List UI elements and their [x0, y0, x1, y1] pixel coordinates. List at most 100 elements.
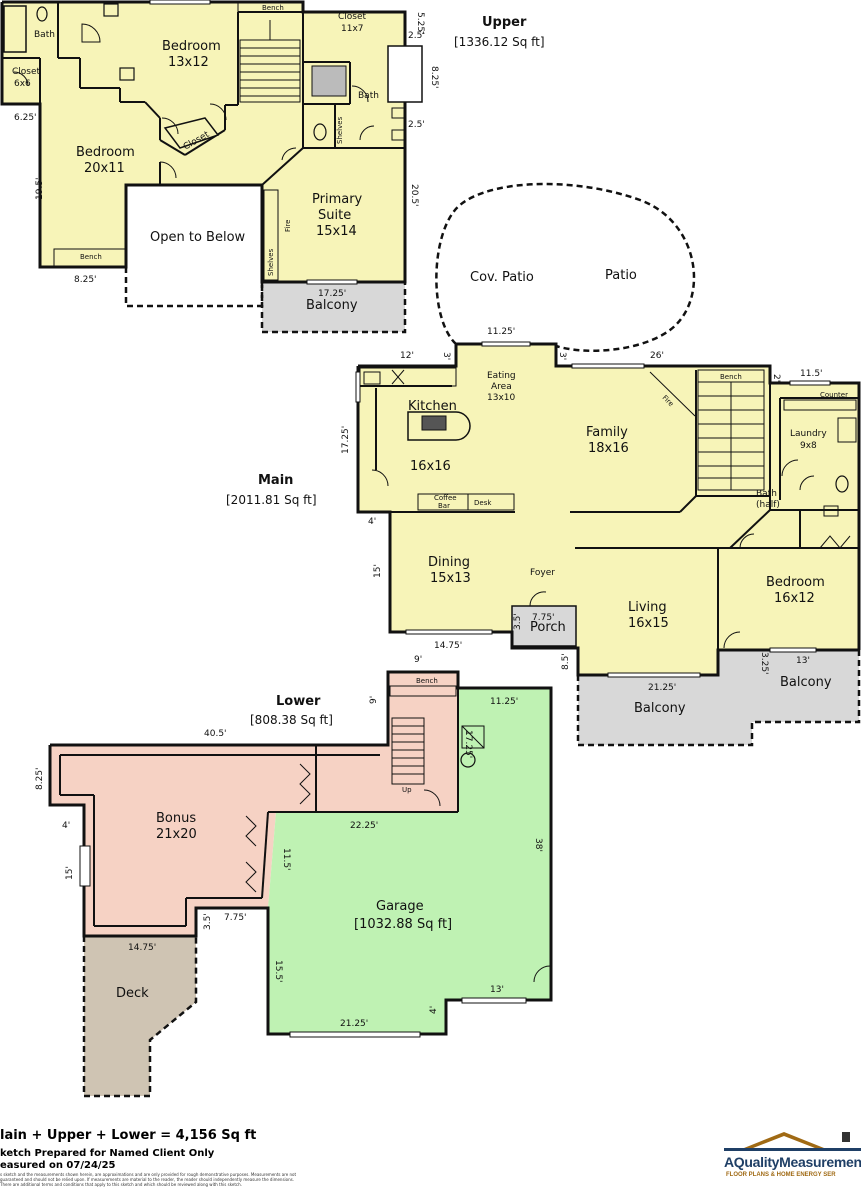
main-kitchen-name: Kitchen [408, 399, 457, 414]
main-coffee-l1: Coffee [434, 494, 457, 502]
main-bath-l2: (half) [756, 500, 780, 510]
lower-up-label: Up [402, 786, 412, 794]
lower-dim: 14.75' [128, 943, 156, 953]
main-balcony-outline [576, 650, 861, 747]
main-window [607, 672, 701, 678]
upper-tub-right [387, 45, 423, 103]
patio-dim: 11.25' [487, 327, 515, 337]
main-dim: 4' [368, 517, 376, 527]
main-desk [467, 493, 515, 511]
upper-title: Upper [482, 15, 527, 30]
upper-dim: 2.5' [408, 120, 425, 130]
main-dim: 26' [650, 351, 664, 361]
upper-fire: Fire [284, 220, 292, 233]
main-door [371, 469, 389, 487]
upper-stairs [239, 20, 301, 103]
main-kitchen-sink [363, 371, 381, 385]
main-balcony2: Balcony [780, 675, 832, 690]
main-eating-size: 13x10 [487, 393, 516, 403]
main-bench-label: Bench [720, 373, 742, 381]
upper-closet1-size: 6x6 [14, 79, 31, 89]
main-balcony1: Balcony [634, 701, 686, 716]
main-area: [2011.81 Sq ft] [226, 493, 317, 507]
upper-door [209, 103, 227, 121]
logo-tagline: FLOOR PLANS & HOME ENERGY SER [726, 1172, 836, 1178]
patio-outline [435, 182, 696, 352]
lower-dim: 4' [62, 821, 70, 831]
main-window [789, 380, 831, 386]
main-laundry-size: 9x8 [800, 441, 817, 451]
main-desk-label: Desk [474, 499, 492, 507]
upper-primary-l1: Primary [312, 192, 363, 207]
upper-open: Open to Below [150, 230, 246, 245]
main-eating-l1: Eating [487, 371, 516, 381]
lower-dim: 9' [414, 655, 422, 665]
upper-bench-bottom [53, 248, 127, 268]
house-roof-icon [724, 1132, 861, 1151]
bifold-door [299, 763, 311, 805]
lower-stairs [389, 685, 457, 785]
main-cooktop [421, 415, 447, 431]
water-heater [460, 752, 476, 768]
main-exterior-wall [356, 366, 859, 677]
upper-dim: 5.25' [415, 12, 425, 35]
main-dim: 17.25' [341, 426, 351, 454]
upper-sink [103, 3, 119, 17]
upper-wall [159, 139, 186, 156]
lower-window [461, 997, 527, 1004]
upper-door [13, 71, 29, 87]
upper-closet-box [163, 117, 220, 149]
main-bench [697, 369, 765, 383]
main-toilet [835, 475, 849, 493]
main-dining-size: 15x13 [430, 571, 471, 586]
lower-dim: 40.5' [204, 729, 227, 739]
upper-level: Upper [1336.12 Sq ft] Bath Closet 6x6 Be… [0, 0, 545, 334]
lower-bonus-size: 21x20 [156, 827, 197, 842]
upper-primary-l2: Suite [318, 208, 351, 223]
water-heater-box [461, 725, 485, 749]
upper-sink [391, 107, 405, 119]
upper-bed1-size: 13x12 [168, 55, 209, 70]
upper-dim: 20.5' [409, 184, 419, 207]
main-coffee-l2: Bar [438, 502, 450, 510]
main-family-name: Family [586, 425, 628, 440]
company-logo: AQualityMeasurement.co FLOOR PLANS & HOM… [724, 1128, 861, 1188]
main-bed-name: Bedroom [766, 575, 825, 590]
upper-wall [184, 129, 226, 156]
upper-bath1: Bath [34, 30, 55, 40]
upper-closet2-name: Closet [338, 12, 367, 22]
lower-dim: 9' [369, 696, 379, 704]
upper-bath2: Bath [358, 91, 379, 101]
main-foyer: Foyer [530, 568, 555, 578]
lower-dim: 13' [490, 985, 504, 995]
main-dim: 11.5' [800, 369, 823, 379]
main-washer [837, 417, 857, 443]
logo-name: AQualityMeasurement.co [724, 1154, 861, 1170]
lower-dim: 7.75' [224, 913, 247, 923]
lower-dim: 3.5' [203, 913, 213, 930]
upper-shower-tile [311, 65, 347, 97]
lower-wall [261, 811, 269, 899]
main-dim: 3.5' [513, 613, 523, 630]
lower-dim: 15' [65, 866, 75, 880]
patio-label: Patio [605, 268, 637, 283]
upper-closet1-name: Closet [12, 67, 41, 77]
upper-area: [1336.12 Sq ft] [454, 35, 545, 49]
upper-sink [391, 129, 405, 141]
lower-level: Lower [808.38 Sq ft] Bonus 21x20 Deck Ga… [35, 655, 553, 1098]
disclaimer: s sketch and the measurements shown here… [0, 1172, 297, 1187]
main-dim: 12' [400, 351, 414, 361]
main-door [799, 475, 815, 491]
garage-fill [268, 688, 551, 1034]
main-dim: 8.5' [561, 653, 571, 670]
lower-garage-area: [1032.88 Sq ft] [354, 917, 452, 932]
upper-sink [119, 67, 135, 81]
main-porch-fill [512, 606, 576, 646]
main-kitchen-size: 16x16 [410, 459, 451, 474]
upper-door [359, 125, 375, 141]
main-title: Main [258, 473, 293, 488]
main-bath-l1: Bath [756, 489, 777, 499]
upper-primary-size: 15x14 [316, 224, 357, 239]
main-floor-fill [358, 344, 859, 675]
